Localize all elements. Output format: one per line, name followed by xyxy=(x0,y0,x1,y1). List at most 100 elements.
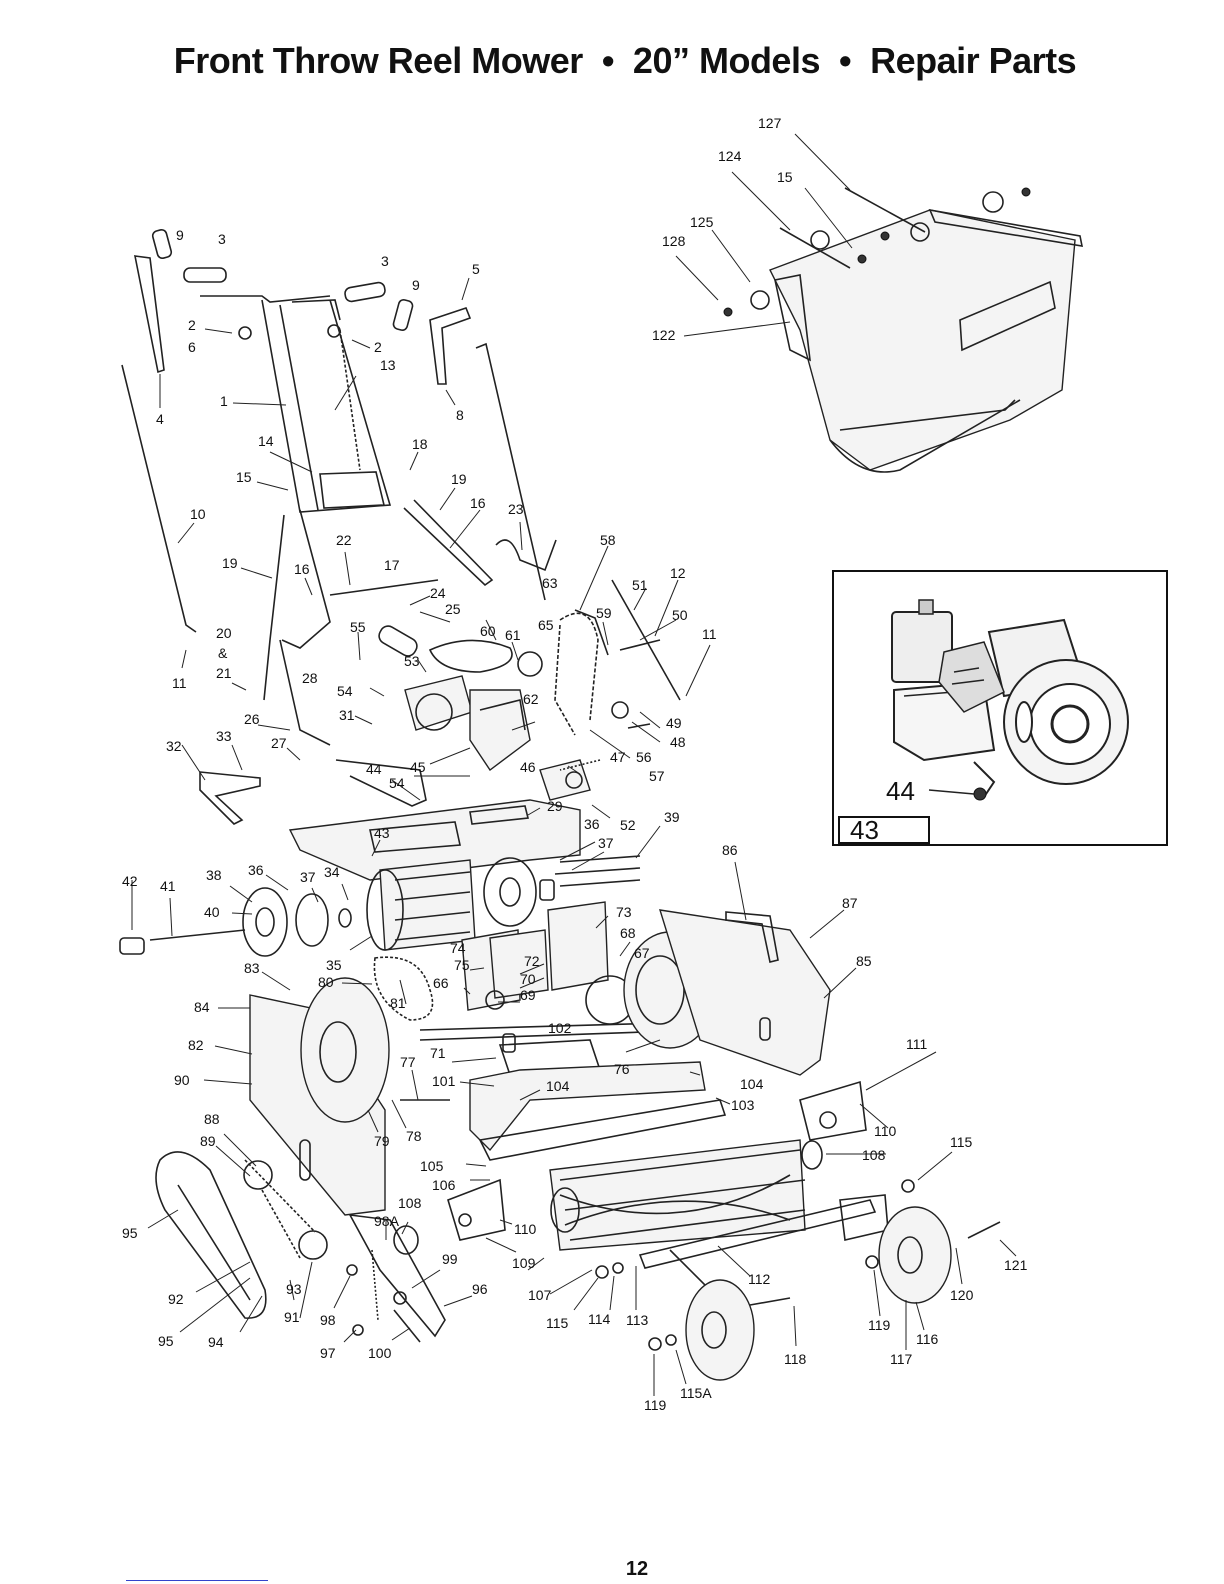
callout-label: 121 xyxy=(1004,1257,1028,1273)
callout-label: 98 xyxy=(320,1312,336,1328)
callout-label: 63 xyxy=(542,575,558,591)
callout-label: 93 xyxy=(286,1281,302,1297)
callout-label: 9 xyxy=(412,277,420,293)
callout-label: 86 xyxy=(722,842,738,858)
callout-label: 50 xyxy=(672,607,688,623)
callout-label: 44 xyxy=(366,761,382,777)
callout-label: 29 xyxy=(547,798,563,814)
callout-label: 66 xyxy=(433,975,449,991)
footer-rule xyxy=(126,1580,268,1581)
callout-label: 105 xyxy=(420,1158,444,1174)
callout-label: 46 xyxy=(520,759,536,775)
callout-label: 90 xyxy=(174,1072,190,1088)
callout-label: 73 xyxy=(616,904,632,920)
callout-label: 37 xyxy=(598,835,614,851)
callout-label: 17 xyxy=(384,557,400,573)
callout-label: 128 xyxy=(662,233,686,249)
callout-label: 77 xyxy=(400,1054,416,1070)
callout-label: 9 xyxy=(176,227,184,243)
callout-label: 80 xyxy=(318,974,334,990)
callout-label: 28 xyxy=(302,670,318,686)
engine-callout-44: 44 xyxy=(886,776,915,806)
callout-label: 109 xyxy=(512,1255,536,1271)
roller-and-gear-group xyxy=(119,855,641,1021)
callout-label: 98A xyxy=(374,1213,400,1229)
callout-label: 112 xyxy=(748,1271,771,1287)
drive-clutch-assembly xyxy=(199,609,661,825)
callout-label: 3 xyxy=(381,253,389,269)
callout-label: 127 xyxy=(758,115,782,131)
callout-label: 81 xyxy=(390,995,406,1011)
callout-label: & xyxy=(218,645,228,661)
callout-label: 92 xyxy=(168,1291,184,1307)
callout-label: 59 xyxy=(596,605,612,621)
callout-label: 43 xyxy=(374,825,390,841)
callout-label: 4 xyxy=(156,411,164,427)
callout-label: 40 xyxy=(204,904,220,920)
callout-label: 11 xyxy=(172,675,187,691)
callout-label: 58 xyxy=(600,532,616,548)
callout-label: 70 xyxy=(520,971,536,987)
callout-label: 89 xyxy=(200,1133,216,1149)
callout-label: 53 xyxy=(404,653,420,669)
page-number: 12 xyxy=(625,1558,649,1580)
height-adjust-bracket xyxy=(346,1214,446,1343)
callout-label: 79 xyxy=(374,1133,390,1149)
callout-label: 108 xyxy=(862,1147,886,1163)
callout-label: 20 xyxy=(216,625,232,641)
callout-label: 22 xyxy=(336,532,352,548)
callout-label: 111 xyxy=(906,1036,927,1052)
engine-callout-43: 43 xyxy=(838,816,930,844)
callout-label: 57 xyxy=(649,768,665,784)
callout-label: 2 xyxy=(374,339,382,355)
callout-label: 27 xyxy=(271,735,287,751)
callout-label: 68 xyxy=(620,925,636,941)
callout-label: 60 xyxy=(480,623,496,639)
callout-label: 16 xyxy=(294,561,310,577)
leader-lines xyxy=(131,133,1017,1396)
callout-label: 26 xyxy=(244,711,260,727)
callout-label: 114 xyxy=(588,1311,611,1327)
engine-illustration xyxy=(891,599,1129,801)
callout-label: 122 xyxy=(652,327,676,343)
callout-label: 15 xyxy=(777,169,793,185)
callout-label: 61 xyxy=(505,627,521,643)
callout-label: 33 xyxy=(216,728,232,744)
callout-label: 19 xyxy=(222,555,238,571)
bracket-and-drive-wheel xyxy=(419,901,831,1076)
callout-label: 83 xyxy=(244,960,260,976)
callout-label: 84 xyxy=(194,999,210,1015)
callout-label: 91 xyxy=(284,1309,300,1325)
callout-label: 16 xyxy=(470,495,486,511)
callout-label: 52 xyxy=(620,817,636,833)
callout-label: 1 xyxy=(220,393,228,409)
callout-label: 24 xyxy=(430,585,446,601)
callout-label: 97 xyxy=(320,1345,336,1361)
callout-label: 32 xyxy=(166,738,182,754)
page-title: Front Throw Reel Mower • 20” Models • Re… xyxy=(173,40,1077,81)
callout-label: 125 xyxy=(690,214,714,230)
callout-label: 39 xyxy=(664,809,680,825)
callout-label: 67 xyxy=(634,945,650,961)
callout-label: 36 xyxy=(248,862,264,878)
callout-label: 3 xyxy=(218,231,226,247)
deck-plate xyxy=(288,799,581,881)
callout-label: 76 xyxy=(614,1061,630,1077)
callout-label: 96 xyxy=(472,1281,488,1297)
callout-label: 94 xyxy=(208,1334,224,1350)
callout-label: 62 xyxy=(523,691,539,707)
callout-label: 100 xyxy=(368,1345,392,1361)
callout-label: 35 xyxy=(326,957,342,973)
callout-label: 34 xyxy=(324,864,340,880)
callout-label: 82 xyxy=(188,1037,204,1053)
callout-label: 55 xyxy=(350,619,366,635)
callout-label: 19 xyxy=(451,471,467,487)
callout-label: 108 xyxy=(398,1195,422,1211)
callout-label: 5 xyxy=(472,261,480,277)
callout-label: 38 xyxy=(206,867,222,883)
callout-label: 88 xyxy=(204,1111,220,1127)
callout-label: 10 xyxy=(190,506,206,522)
front-roller-and-wheels xyxy=(595,1179,1001,1381)
callout-label: 110 xyxy=(514,1221,537,1237)
